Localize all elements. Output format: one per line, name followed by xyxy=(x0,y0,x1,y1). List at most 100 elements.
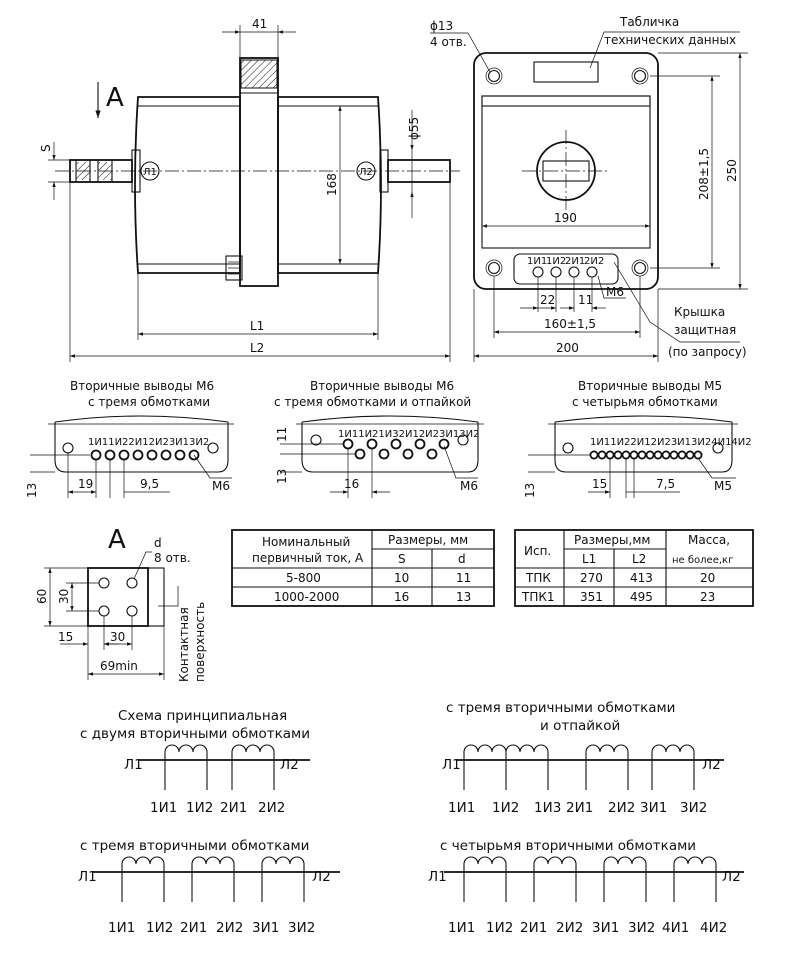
t2-h-dims: Размеры,мм xyxy=(574,533,650,547)
variant3-dim13: 13 xyxy=(523,483,537,498)
variant2-dim11: 11 xyxy=(275,427,289,442)
variant2-block xyxy=(301,415,479,473)
view-a-detail: A d 8 отв. 60 30 15 30 69min Контактная xyxy=(35,525,207,682)
scheme4-tap3: 2И1 xyxy=(520,920,547,936)
t2-r2-mass: 23 xyxy=(700,590,715,604)
view-a-dim30h: 30 xyxy=(110,630,125,644)
terminal-variant-3: Вторичные выводы М5 с четырьмя обмотками… xyxy=(523,379,752,498)
scheme4-coil4 xyxy=(673,856,717,865)
t2-r2-l1: 351 xyxy=(580,590,603,604)
t2-r2-isp: ТПК1 xyxy=(521,590,555,604)
scheme3-title1: с тремя вторичными обмотками xyxy=(80,838,309,854)
dim-11: 11 xyxy=(578,293,593,307)
scheme1-tap1: 1И1 xyxy=(150,800,177,816)
view-a-label: A xyxy=(106,83,124,113)
scheme2-l2: Л2 xyxy=(702,757,721,773)
t1-r1-s: 10 xyxy=(394,571,409,585)
transformer-body-right xyxy=(277,96,382,274)
scheme4-coil3 xyxy=(603,856,647,865)
table-versions: Исп. Размеры,мм L1 L2 Масса, не более,кг… xyxy=(514,529,754,607)
variant1-terminals xyxy=(90,449,200,461)
table-rated-current: Номинальный первичный ток, А Размеры, мм… xyxy=(231,529,495,607)
front-window xyxy=(481,95,651,249)
front-outline xyxy=(473,52,659,290)
scheme3-coil2 xyxy=(191,856,235,865)
scheme4-l2: Л2 xyxy=(722,869,741,885)
t2-r2-l2: 495 xyxy=(630,590,653,604)
t1-h-current1: Номинальный xyxy=(262,535,350,549)
terminal-variant-2: Вторичные выводы М6 с тремя обмотками и … xyxy=(274,379,484,498)
t2-h-isp: Исп. xyxy=(524,544,551,558)
variant1-labels: 1И11И22И12И23И13И2 xyxy=(88,437,209,448)
hole-label-1: ϕ13 xyxy=(430,19,453,33)
variant1-dim95: 9,5 xyxy=(140,477,159,491)
scheme4-tap7: 4И1 xyxy=(662,920,689,936)
dim-41: 41 xyxy=(252,17,267,31)
scheme3-tap5: 3И1 xyxy=(252,920,279,936)
scheme4-l1: Л1 xyxy=(428,869,447,885)
scheme3-tap4: 2И2 xyxy=(216,920,243,936)
t1-r1-current: 5-800 xyxy=(286,571,321,585)
scheme4-tap1: 1И1 xyxy=(448,920,475,936)
terminal-label-2: 1И2 xyxy=(546,256,566,267)
variant2-dim13: 13 xyxy=(275,469,289,484)
scheme1-title2: с двумя вторичными обмотками xyxy=(80,726,310,742)
scheme-four-windings: с четырьмя вторичными обмотками Л1 Л2 1И… xyxy=(428,838,744,936)
cover-label-3: (по запросу) xyxy=(668,345,747,359)
scheme1-coil2 xyxy=(231,744,275,753)
terminal-label-3: 2И1 xyxy=(565,256,585,267)
busbar-face xyxy=(87,567,149,627)
t1-r2-current: 1000-2000 xyxy=(274,590,339,604)
scheme4-tap2: 1И2 xyxy=(486,920,513,936)
variant2-title2: с тремя обмотками и отпайкой xyxy=(274,395,471,409)
dim-250: 250 xyxy=(725,159,739,182)
t1-h-dims: Размеры, мм xyxy=(388,533,468,547)
scheme2-tap1: 1И1 xyxy=(448,800,475,816)
view-a-title: A xyxy=(108,525,126,555)
variant3-dim15: 15 xyxy=(592,477,607,491)
scheme4-tap6: 3И2 xyxy=(628,920,655,936)
scheme2-tap2: 1И2 xyxy=(492,800,519,816)
marker-l1-text: Л1 xyxy=(143,167,157,178)
scheme3-coil1 xyxy=(121,856,165,865)
scheme1-tap2: 1И2 xyxy=(186,800,213,816)
cover-label-2: защитная xyxy=(674,323,736,337)
mounting-flange xyxy=(239,57,279,287)
dim-160: 160±1,5 xyxy=(544,317,596,331)
contact-label-1: Контактная xyxy=(177,607,191,682)
view-a-dim30v: 30 xyxy=(57,589,71,604)
scheme4-tap8: 4И2 xyxy=(700,920,727,936)
scheme4-title1: с четырьмя вторичными обмотками xyxy=(440,838,696,854)
dim-208: 208±1,5 xyxy=(697,148,711,200)
dim-168: 168 xyxy=(325,173,339,196)
variant2-title1: Вторичные выводы М6 xyxy=(310,379,454,393)
t1-r2-d: 13 xyxy=(456,590,471,604)
scheme1-tap3: 2И1 xyxy=(220,800,247,816)
scheme2-coil2 xyxy=(585,744,629,753)
scheme4-coil1 xyxy=(463,856,507,865)
variant3-dim75: 7,5 xyxy=(656,477,675,491)
dim-s: S xyxy=(39,144,53,152)
nameplate xyxy=(533,61,599,83)
dim-l2: L2 xyxy=(250,341,264,355)
scheme3-coil3 xyxy=(261,856,305,865)
t2-h-l1: L1 xyxy=(582,552,596,566)
view-a-d: d xyxy=(154,536,162,550)
variant1-dim13: 13 xyxy=(25,483,39,498)
view-a-dim60: 60 xyxy=(35,589,49,604)
cover-label-1: Крышка xyxy=(674,305,725,319)
scheme2-title2: и отпайкой xyxy=(540,718,620,734)
scheme2-title1: с тремя вторичными обмотками xyxy=(446,700,675,716)
terminal-label-4: 2И2 xyxy=(584,256,604,267)
plate-label-1: Табличка xyxy=(619,15,679,29)
scheme2-tap3: 1И3 xyxy=(534,800,561,816)
scheme2-tap4: 2И1 xyxy=(566,800,593,816)
terminal-variant-1: Вторичные выводы М6 с тремя обмотками 1И… xyxy=(25,379,234,498)
scheme-three-windings: с тремя вторичными обмотками Л1 Л2 1И1 1… xyxy=(78,838,340,936)
variant1-title2: с тремя обмотками xyxy=(88,395,210,409)
hole-label-2: 4 отв. xyxy=(430,35,467,49)
variant3-labels: 1И11И22И12И23И13И24И14И2 xyxy=(590,437,752,448)
scheme1-title1: Схема принципиальная xyxy=(118,708,287,724)
scheme2-tap7: 3И2 xyxy=(680,800,707,816)
